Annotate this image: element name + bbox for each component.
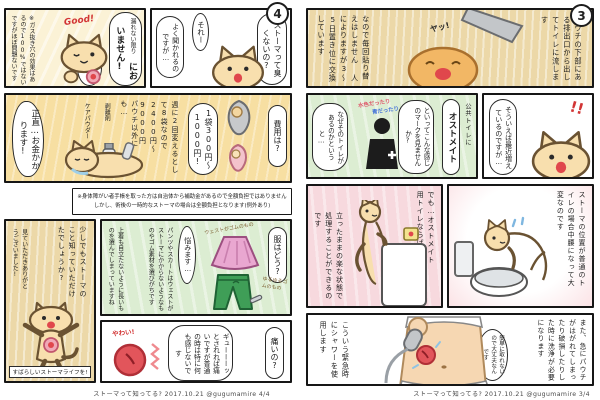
pouch-blob-icon xyxy=(407,46,479,86)
speech-bubble: 漏れない限り においません! xyxy=(108,12,142,86)
speech-bubble: そういえば最近増えているのですが… xyxy=(489,99,517,175)
page-number: 3 xyxy=(577,8,586,23)
caption-text: 見ていただきありがとうございました! xyxy=(11,229,28,289)
speech-bubble: ギューーーッとされれば痛いですが普通の時は特に何も感じないです xyxy=(168,325,234,381)
exclamation-fx: !! xyxy=(568,97,587,119)
good-fx-text: Good! xyxy=(63,13,95,29)
panel-no-smell: 漏れない限り においません! ほとんどね Good! ※ガス抜き穴の効果はあるの… xyxy=(4,8,146,88)
panel-thanks: 少しでもストーマのこと知っていただけたでしょうか? 見ていただきありがとうござい… xyxy=(4,219,96,383)
panel-ostomate-mark: 公共トイレに オストメイト といってこんな感じのマークを見ませんか? 水色だった… xyxy=(306,93,478,179)
panel-shower: また、急にパウチがはがれてしまったり破損したりした時に洗浄が必要になります 簡単… xyxy=(306,313,594,386)
caption-text: また、急にパウチがはがれてしまったり破損したりした時に洗浄が必要になります xyxy=(535,319,586,382)
speech-bubble: よく聞かれるのですが… xyxy=(156,16,184,78)
speech-bubble: オストメイト xyxy=(442,99,460,175)
item-label-remover: 剥離剤 xyxy=(103,103,111,121)
page-number: 4 xyxy=(273,6,282,21)
skirt-icon xyxy=(210,236,260,270)
yatt-fx-text: ヤッ! xyxy=(429,20,451,35)
speech-bubble: 正直…お金かかります! xyxy=(12,101,44,177)
caption-text: パウチの下部にある排出口から出してトイレに流します xyxy=(540,16,583,82)
pouch-icon xyxy=(227,99,251,136)
panel-ostomate-toilet: でも…オストメイト用トイレならば 立ったままの楽な状態で処理することができるので… xyxy=(306,184,443,308)
footnote-text: ※ガス抜き穴の効果はあるので100%ではないですがほぼ問題ないです xyxy=(10,15,35,85)
speech-bubble: 費用は? xyxy=(267,105,287,167)
caption-banner: すばらしいストーマライフを! xyxy=(9,366,91,378)
crying-cat-icon xyxy=(64,140,144,179)
speech-bubble: それー xyxy=(192,13,209,51)
pouch-outlet-icon xyxy=(460,10,524,44)
caption-text: パウチ以外にも… xyxy=(119,100,139,148)
panel-normal-toilet: ストーマの位置が普通のトイレの場合中腰になって大変なのです xyxy=(447,184,594,308)
happy-cat-icon xyxy=(22,301,80,371)
panel-cost: 費用は? 1袋300円〜1000円! 週に2回変えるとして8袋なので2400円〜… xyxy=(4,93,292,183)
ostomate-toilet-scene-icon xyxy=(355,200,427,306)
cat-icon xyxy=(212,45,264,86)
caption-text: なので毎回貼り替えはしません 人によりますが3〜5日置き位に交換しています xyxy=(317,15,371,83)
torso-shower-icon xyxy=(384,316,488,384)
comic-page-4: 4 ストーマって臭くないの? それー よく聞かれるのですが… 漏れない限り にお… xyxy=(2,2,296,398)
caption-text: パンツやスカートはウェストがストーマにかからないようなものやゴム素材を選びがちで… xyxy=(147,227,173,311)
speech-bubble: なぜそのトイレがあるのかというと… xyxy=(312,103,348,171)
page-footer: ストーマって知ってる? 2017.10.21 @gugumamire 3/4 xyxy=(413,391,590,398)
disclaimer-line1: ※身体障がい者手帳を取った方は自治体から補助金があるので全額負担ではありません xyxy=(77,194,287,200)
bubble-main-text: においません! xyxy=(114,26,137,80)
caption-text: 公共トイレに xyxy=(464,103,471,147)
comic-page-3: 3 パウチの下部にある排出口から出してトイレに流します ヤッ! なので毎回貼り替… xyxy=(304,2,598,398)
disclaimer-box: ※身体障がい者手帳を取った方は自治体から補助金があるので全額負担ではありません … xyxy=(72,188,292,215)
caption-text: 週に2回変えるとして8袋なので2400円〜9000円 xyxy=(138,101,179,174)
disclaimer-line2: しかし、術後の一時的なストーマの場合は全額負担となります(例外あり) xyxy=(93,203,271,210)
page-footer: ストーマって知ってる? 2017.10.21 @gugumamire 4/4 xyxy=(93,391,270,398)
page-number-badge: 4 xyxy=(266,2,289,25)
bubble-pre-text: 漏れない限り xyxy=(129,18,136,54)
winking-cat-icon xyxy=(60,33,108,85)
panel-clothes: 服はどう? 上着も目立たないように長いものを選んでしまっていますね パンツやスカ… xyxy=(100,219,292,316)
pouch-pink-icon xyxy=(229,143,247,172)
caption-text: こういう緊急時にシャワーを使用します xyxy=(319,321,351,379)
panel-pain: やわい! ギューーーッとされれば痛いですが普通の時は特に何も感じないです 痛いの… xyxy=(100,320,292,383)
speech-bubble: といってこんな感じのマークを見ませんか? xyxy=(398,100,434,174)
soft-fx-text: やわい! xyxy=(111,327,135,339)
speech-bubble: 悩みます… xyxy=(178,226,196,284)
item-label-powder: ケアパウダー xyxy=(83,103,91,139)
panel-empty-pouch: パウチの下部にある排出口から出してトイレに流します ヤッ! なので毎回貼り替えは… xyxy=(306,8,594,88)
panel-notice: そういえば最近増えているのですが… !! xyxy=(482,93,594,179)
cat-icon xyxy=(531,130,591,177)
pants-icon xyxy=(213,274,263,310)
caption-text: 上着も目立たないように長いものを選んでしまっていますね xyxy=(107,227,124,311)
caption-text: でも…オストメイト用トイレならば xyxy=(416,191,435,264)
bending-cat-toilet-icon xyxy=(454,216,548,297)
speech-bubble: 1袋300円〜1000円! xyxy=(187,103,218,175)
page-number-badge: 3 xyxy=(570,4,593,27)
caption-text: 少しでもストーマのこと知っていただけたでしょうか? xyxy=(57,226,87,298)
speech-bubble: 服はどう? xyxy=(267,227,287,283)
handwritten-note: ゆるゆるゴムのもの xyxy=(261,276,288,292)
stoma-icon xyxy=(113,343,160,377)
ostomate-mark-icon xyxy=(366,118,398,169)
caption-text: 立ったままの楽な状態で処理することができるのです xyxy=(313,212,344,300)
caption-text: ストーマの位置が普通のトイレの場合中腰になって大変なのです xyxy=(556,191,586,287)
speech-bubble: 痛いの? xyxy=(264,327,284,379)
